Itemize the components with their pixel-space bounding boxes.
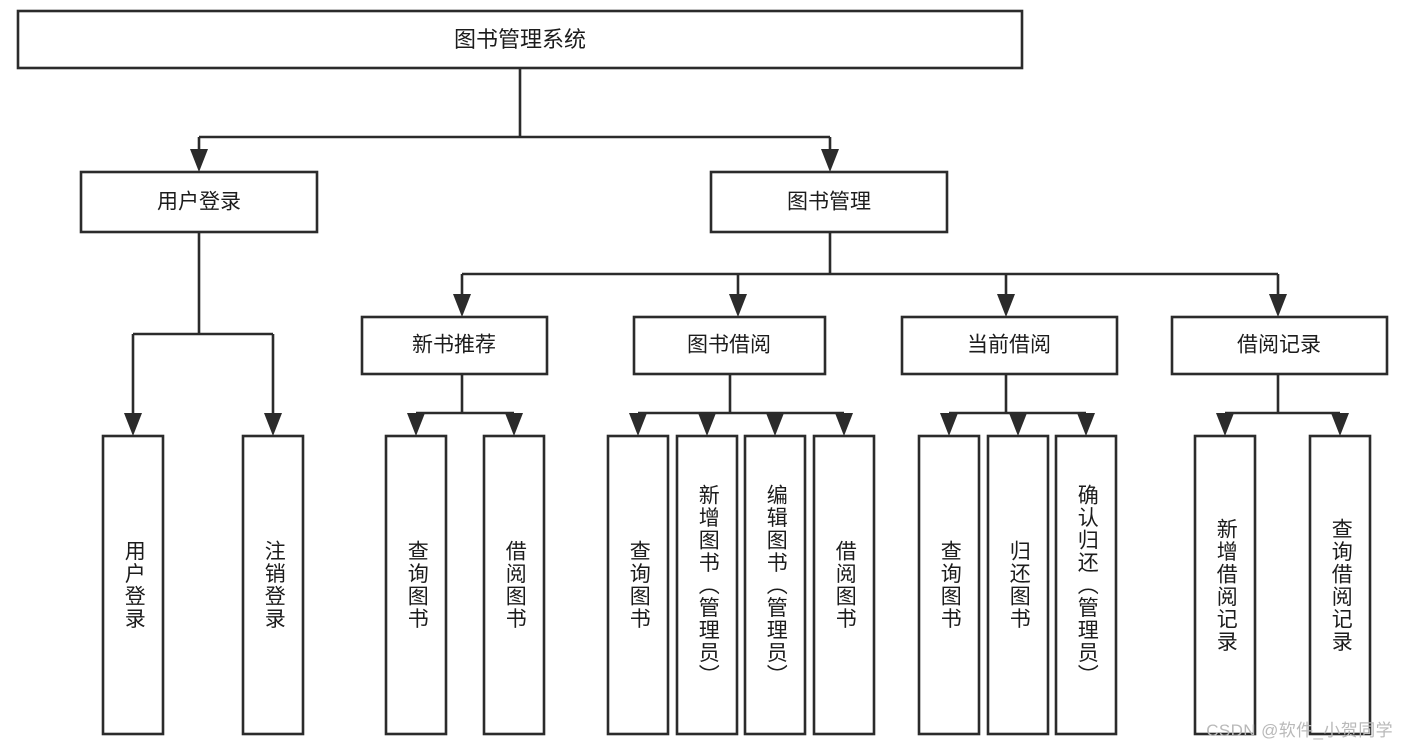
- node-root-box[interactable]: [16, 9, 1024, 70]
- node-user-login-box[interactable]: [79, 170, 319, 234]
- node-new-book-recommend-label: 新书推荐: [412, 334, 496, 357]
- node-leaf-borrow-book-recommend-box[interactable]: [482, 434, 546, 736]
- arrow-root-to-user-login: [190, 149, 208, 172]
- arrow-to-borrow-record: [1269, 294, 1287, 317]
- arrow-to-leaf-edit-book-admin: [766, 413, 784, 436]
- arrow-to-leaf-confirm-return-admin: [1077, 413, 1095, 436]
- node-layer: 图书管理系统 用户登录 图书管理 新书推荐 图书借阅 当前借阅 借阅记录: [16, 9, 1389, 736]
- arrow-to-leaf-user-login: [124, 413, 142, 436]
- node-leaf-confirm-return-admin-box[interactable]: [1054, 434, 1118, 736]
- node-current-borrow-label: 当前借阅: [967, 334, 1051, 357]
- arrow-to-book-borrow: [729, 294, 747, 317]
- node-book-borrow-box[interactable]: [632, 315, 827, 376]
- node-book-borrow-label: 图书借阅: [687, 334, 771, 357]
- arrow-to-leaf-query-book-current: [940, 413, 958, 436]
- arrow-to-leaf-borrow-book-recommend: [505, 413, 523, 436]
- arrow-to-leaf-add-borrow-record: [1216, 413, 1234, 436]
- arrow-to-leaf-query-borrow-record: [1331, 413, 1349, 436]
- node-new-book-recommend-box[interactable]: [360, 315, 549, 376]
- node-leaf-query-book-recommend-box[interactable]: [384, 434, 448, 736]
- arrow-to-leaf-query-book-borrow: [629, 413, 647, 436]
- node-leaf-add-book-admin-box[interactable]: [675, 434, 739, 736]
- node-leaf-borrow-book-box[interactable]: [812, 434, 876, 736]
- node-leaf-query-book-borrow-box[interactable]: [606, 434, 670, 736]
- arrow-to-current-borrow: [997, 294, 1015, 317]
- arrow-to-leaf-borrow-book: [835, 413, 853, 436]
- node-leaf-user-login-box[interactable]: [101, 434, 165, 736]
- arrow-to-new-book-recommend: [453, 294, 471, 317]
- node-book-management-label: 图书管理: [787, 191, 871, 214]
- node-borrow-record-box[interactable]: [1170, 315, 1389, 376]
- node-current-borrow-box[interactable]: [900, 315, 1119, 376]
- node-borrow-record-label: 借阅记录: [1237, 334, 1321, 357]
- arrow-to-leaf-return-book: [1009, 413, 1027, 436]
- node-leaf-query-borrow-record-box[interactable]: [1308, 434, 1372, 736]
- node-leaf-query-book-current-box[interactable]: [917, 434, 981, 736]
- node-leaf-logout-box[interactable]: [241, 434, 305, 736]
- arrow-root-to-book-management: [821, 149, 839, 172]
- node-leaf-add-borrow-record-box[interactable]: [1193, 434, 1257, 736]
- node-leaf-edit-book-admin-box[interactable]: [743, 434, 807, 736]
- arrow-to-leaf-query-book-recommend: [407, 413, 425, 436]
- node-leaf-return-book-box[interactable]: [986, 434, 1050, 736]
- csdn-watermark: CSDN @软件_小贺同学: [1206, 721, 1393, 740]
- node-root-label: 图书管理系统: [454, 27, 586, 52]
- node-user-login-label: 用户登录: [157, 191, 241, 214]
- edge-layer: [124, 68, 1349, 436]
- node-book-management-box[interactable]: [709, 170, 949, 234]
- arrow-to-leaf-logout: [264, 413, 282, 436]
- arrow-to-leaf-add-book-admin: [698, 413, 716, 436]
